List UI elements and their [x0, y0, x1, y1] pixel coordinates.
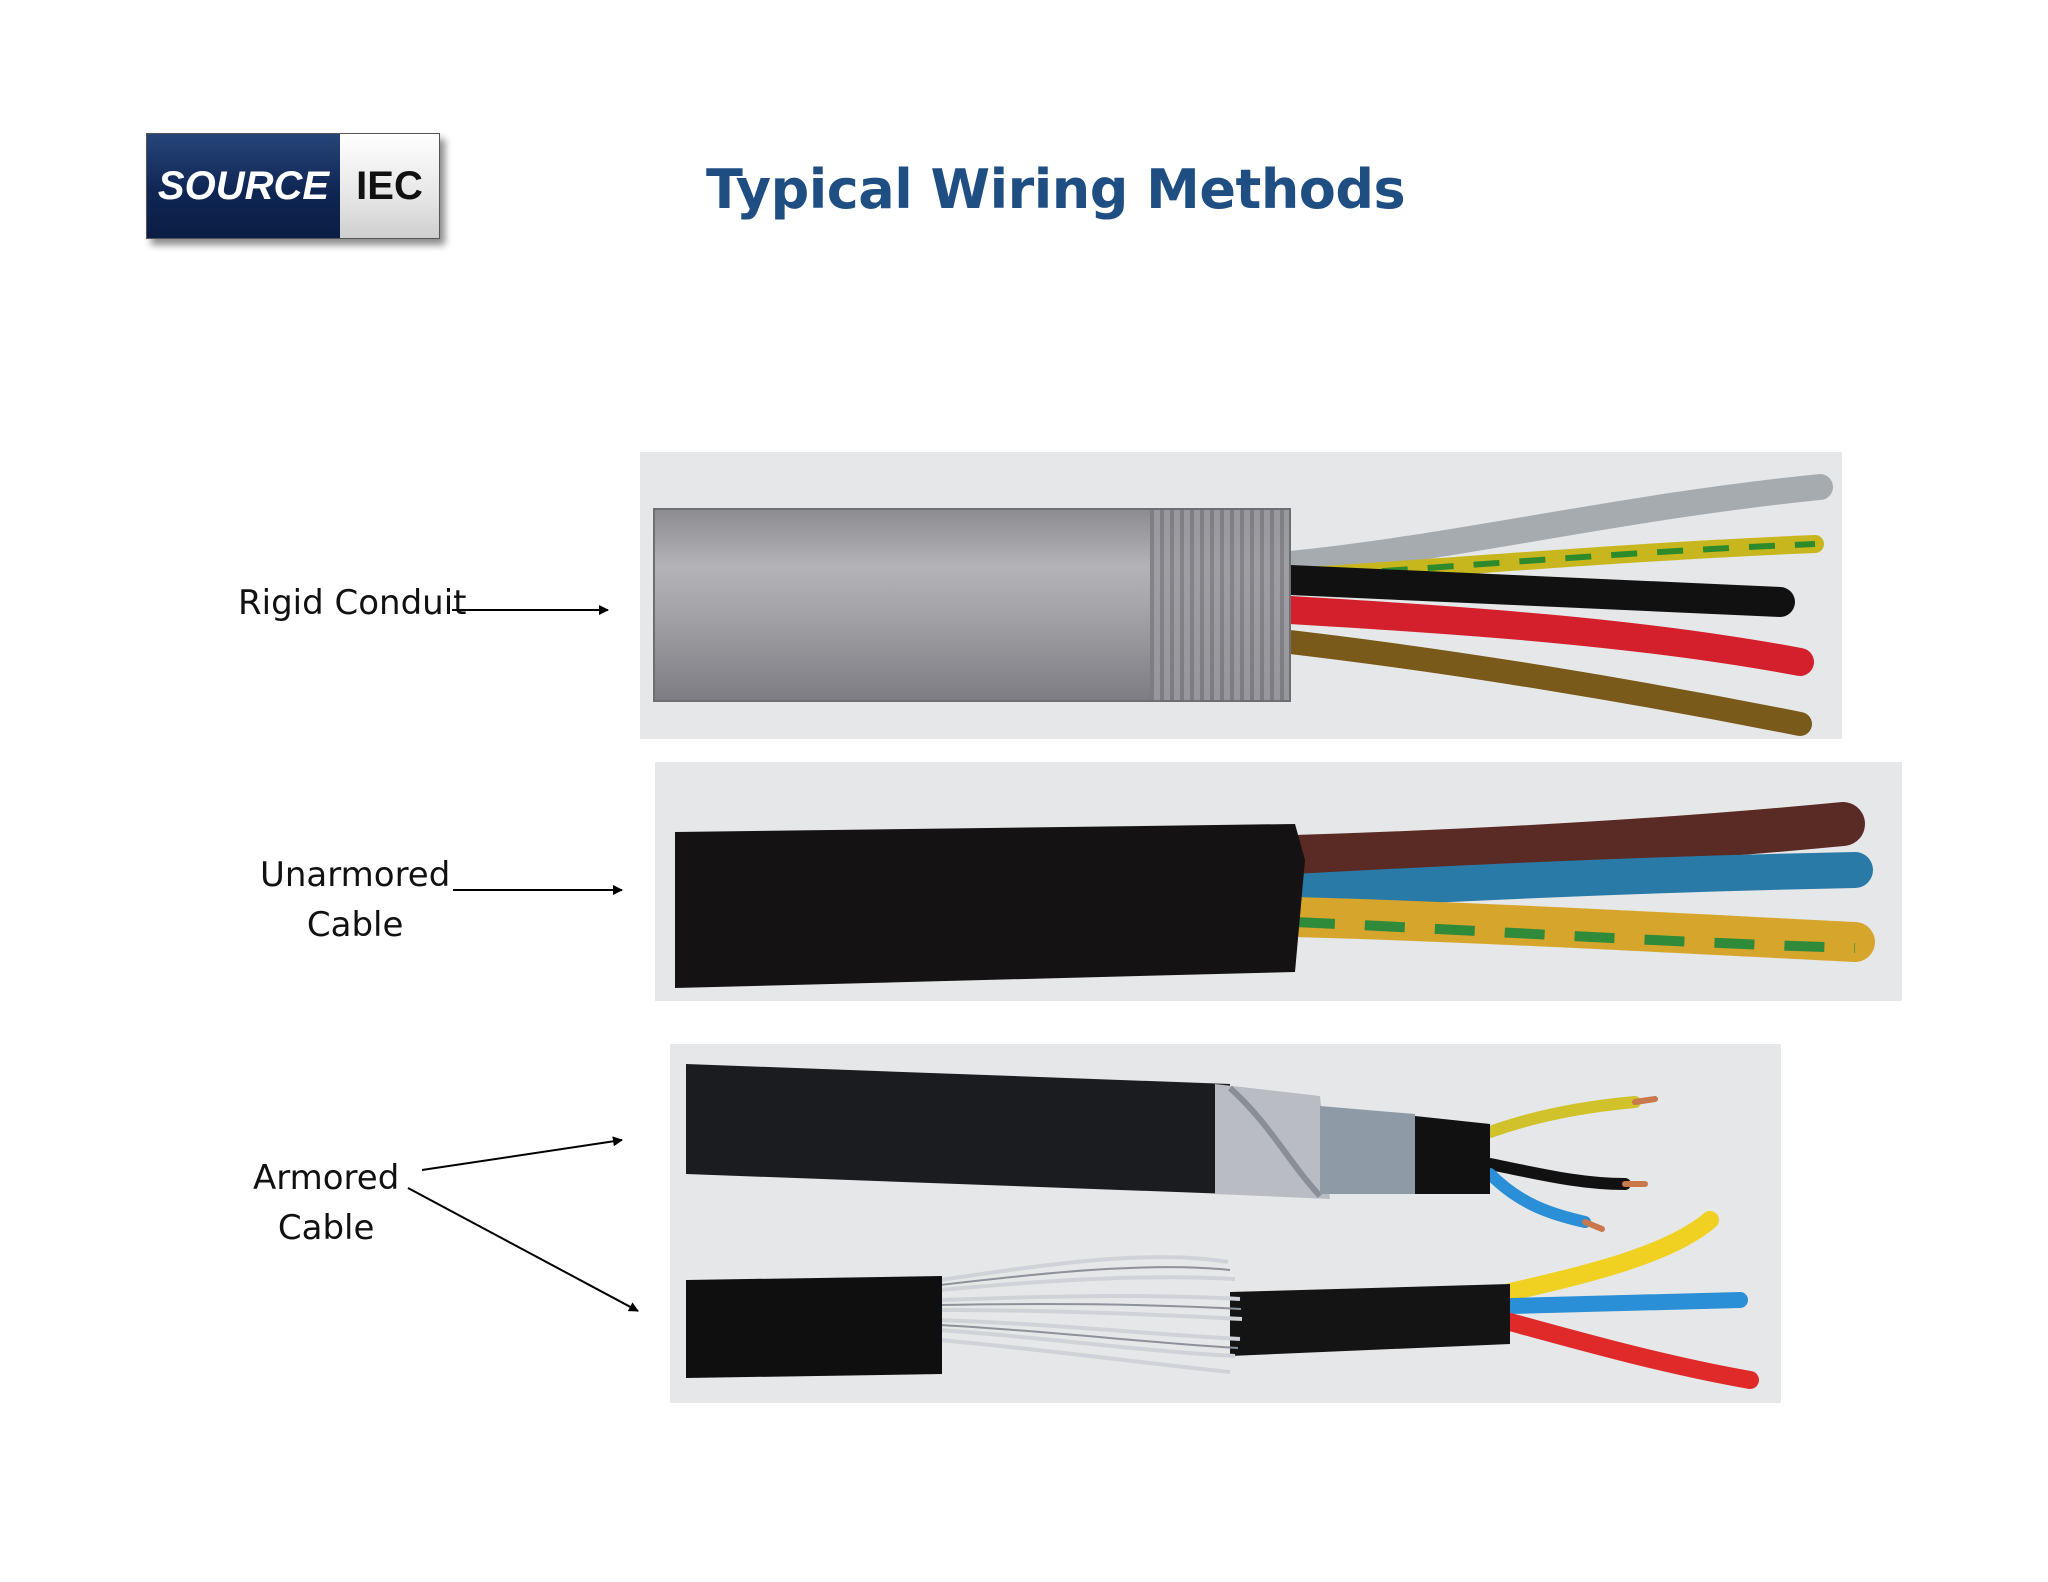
- armored-cable-photo: [670, 1044, 1781, 1403]
- source-iec-logo: SOURCE IEC: [146, 133, 440, 239]
- label-armored-line2: Cable: [277, 1208, 375, 1248]
- page-title: Typical Wiring Methods: [706, 158, 1406, 221]
- rigid-conduit-photo: [640, 452, 1842, 739]
- label-rigid-conduit: Rigid Conduit: [238, 578, 467, 628]
- logo-iec-text: IEC: [340, 134, 439, 238]
- label-unarmored-line2: Cable: [306, 905, 404, 945]
- unarmored-cable-photo: [655, 762, 1902, 1001]
- label-unarmored-line1: Unarmored: [260, 855, 451, 895]
- label-armored-line1: Armored: [253, 1158, 400, 1198]
- label-rigid-conduit-text: Rigid Conduit: [238, 583, 467, 623]
- label-armored-cable: Armored Cable: [253, 1153, 399, 1253]
- label-unarmored-cable: Unarmored Cable: [260, 850, 450, 950]
- arrow-armored-cable-upper: [421, 1136, 623, 1171]
- arrow-armored-cable-lower: [407, 1187, 639, 1312]
- logo-source-text: SOURCE: [147, 134, 340, 238]
